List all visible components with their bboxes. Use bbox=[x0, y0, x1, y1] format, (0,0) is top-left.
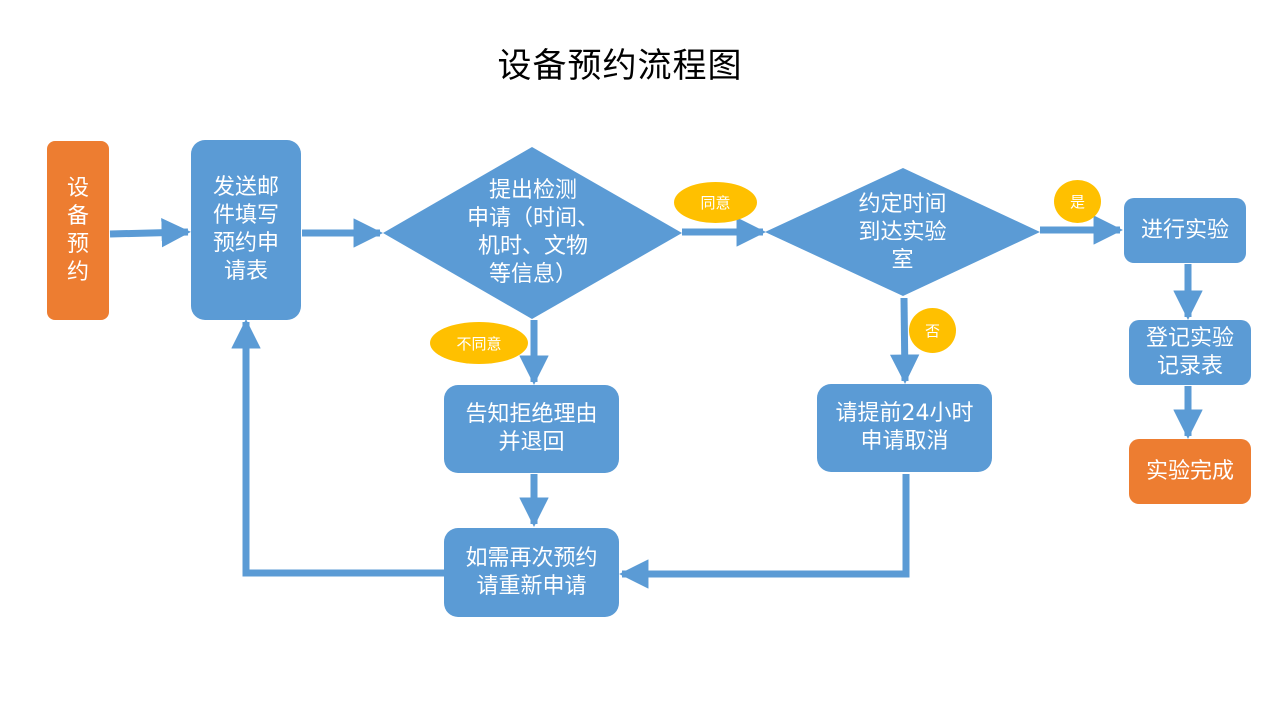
page-title: 设备预约流程图 bbox=[497, 46, 743, 86]
diamond-submit-request bbox=[383, 147, 682, 319]
diamond-arrive-time bbox=[765, 168, 1040, 296]
node-send-email: 发送邮 件填写 预约申 请表 bbox=[191, 140, 301, 320]
node-submit-request: 提出检测 申请（时间、 机时、文物 等信息） bbox=[466, 178, 599, 287]
node-start: 设 备 预 约 bbox=[47, 141, 109, 320]
arrow-cancel-to-reapply bbox=[619, 474, 910, 589]
node-complete: 实验完成 bbox=[1129, 439, 1251, 504]
arrow-arrive-to-cancel bbox=[889, 297, 920, 384]
badge-agree: 同意 bbox=[674, 182, 757, 223]
node-arrive-time: 约定时间 到达实验 室 bbox=[858, 192, 947, 273]
node-cancel-24h: 请提前24小时 申请取消 bbox=[817, 384, 992, 472]
arrow-reapply-to-email bbox=[231, 319, 444, 577]
badge-no: 否 bbox=[909, 308, 956, 353]
node-reapply: 如需再次预约 请重新申请 bbox=[444, 528, 619, 617]
badge-disagree: 不同意 bbox=[430, 322, 528, 364]
node-do-experiment: 进行实验 bbox=[1124, 198, 1246, 263]
node-notify-reject: 告知拒绝理由 并退回 bbox=[444, 385, 619, 473]
arrow-start-to-email bbox=[109, 217, 191, 248]
badge-yes: 是 bbox=[1054, 180, 1101, 223]
node-register-log: 登记实验 记录表 bbox=[1129, 320, 1251, 385]
